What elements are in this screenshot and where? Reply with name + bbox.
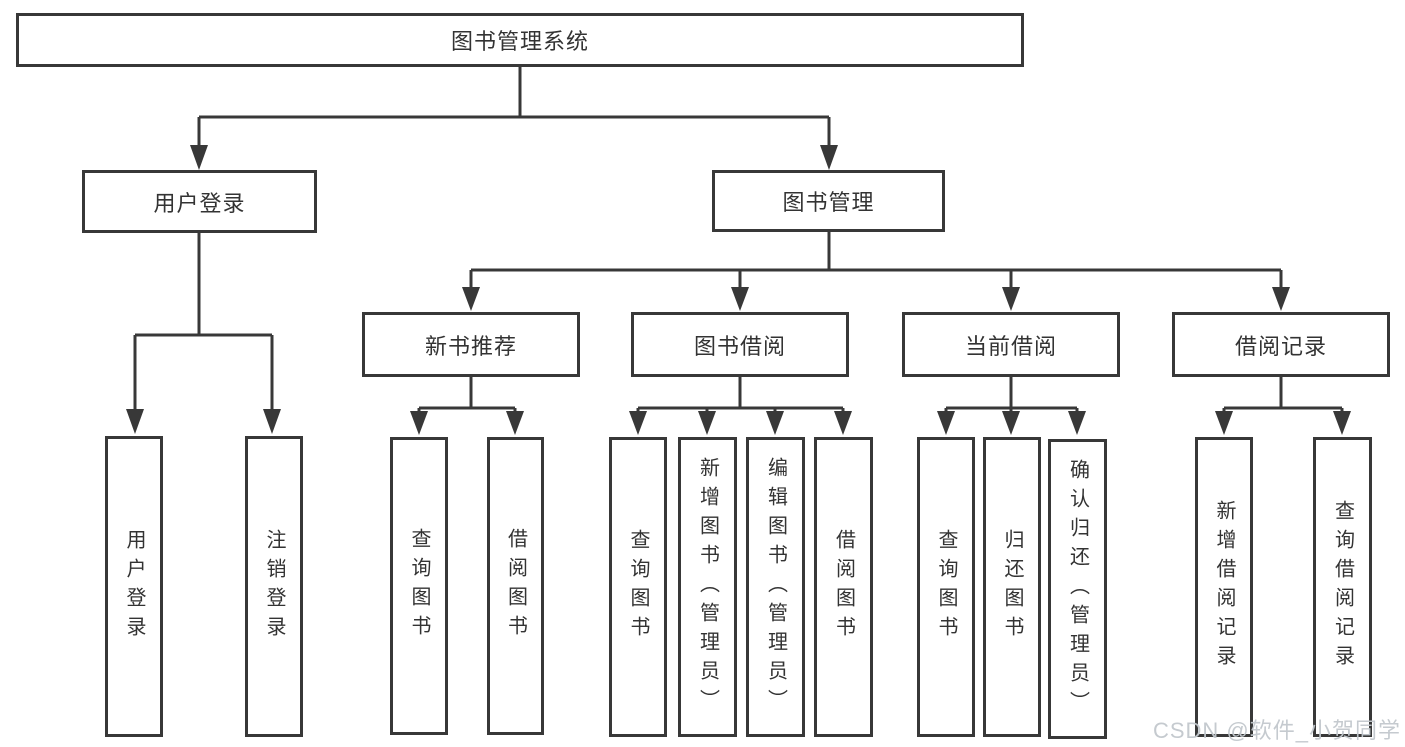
node-label: 用户登录 [153,190,246,216]
node-label: 确认归还（管理员） [1066,458,1089,720]
csdn-watermark: CSDN @软件_小贺同学 [1152,718,1401,743]
node-label: 注销登录 [263,528,285,645]
node-leaf-edit-books-admin: 编辑图书（管理员） [746,437,805,737]
node-label: 查询图书 [627,529,649,645]
node-leaf-confirm-return-admin: 确认归还（管理员） [1048,439,1107,739]
node-leaf-query-books-2: 查询图书 [609,437,667,737]
node-library-management-system: 图书管理系统 [16,13,1024,67]
node-leaf-query-books-1: 查询图书 [390,437,448,735]
node-leaf-borrow-books-1: 借阅图书 [487,437,544,735]
node-leaf-user-login: 用户登录 [105,436,163,737]
node-label: 图书管理 [782,190,875,215]
node-label: 查询借阅记录 [1331,500,1354,674]
node-label: 查询图书 [935,529,957,645]
node-label: 编辑图书（管理员） [764,456,787,718]
arrowheads [126,145,1351,435]
node-leaf-add-books-admin: 新增图书（管理员） [678,437,737,737]
node-label: 图书管理系统 [450,29,589,54]
node-user-login: 用户登录 [82,170,317,233]
node-label: 新书推荐 [424,333,517,359]
node-leaf-borrow-books-2: 借阅图书 [814,437,873,737]
node-label: 借阅图书 [832,529,855,645]
node-label: 查询图书 [408,528,430,644]
node-leaf-query-books-3: 查询图书 [917,437,975,737]
node-book-management: 图书管理 [712,170,945,232]
node-leaf-query-borrow-record: 查询借阅记录 [1313,437,1372,737]
node-label: 当前借阅 [964,333,1057,359]
node-leaf-add-borrow-record: 新增借阅记录 [1195,437,1253,737]
node-label: 新增借阅记录 [1213,500,1235,674]
node-label: 借阅图书 [504,528,527,644]
node-book-borrowing: 图书借阅 [631,312,849,377]
node-label: 新增图书（管理员） [696,456,719,718]
node-label: 图书借阅 [693,333,786,359]
node-label: 用户登录 [123,528,145,645]
node-leaf-return-books: 归还图书 [983,437,1041,737]
node-leaf-logout: 注销登录 [245,436,303,737]
node-current-borrowing: 当前借阅 [902,312,1120,377]
node-label: 借阅记录 [1234,333,1327,359]
node-label: 归还图书 [1001,529,1023,645]
node-borrow-records: 借阅记录 [1172,312,1390,377]
node-new-book-recommend: 新书推荐 [362,312,580,377]
